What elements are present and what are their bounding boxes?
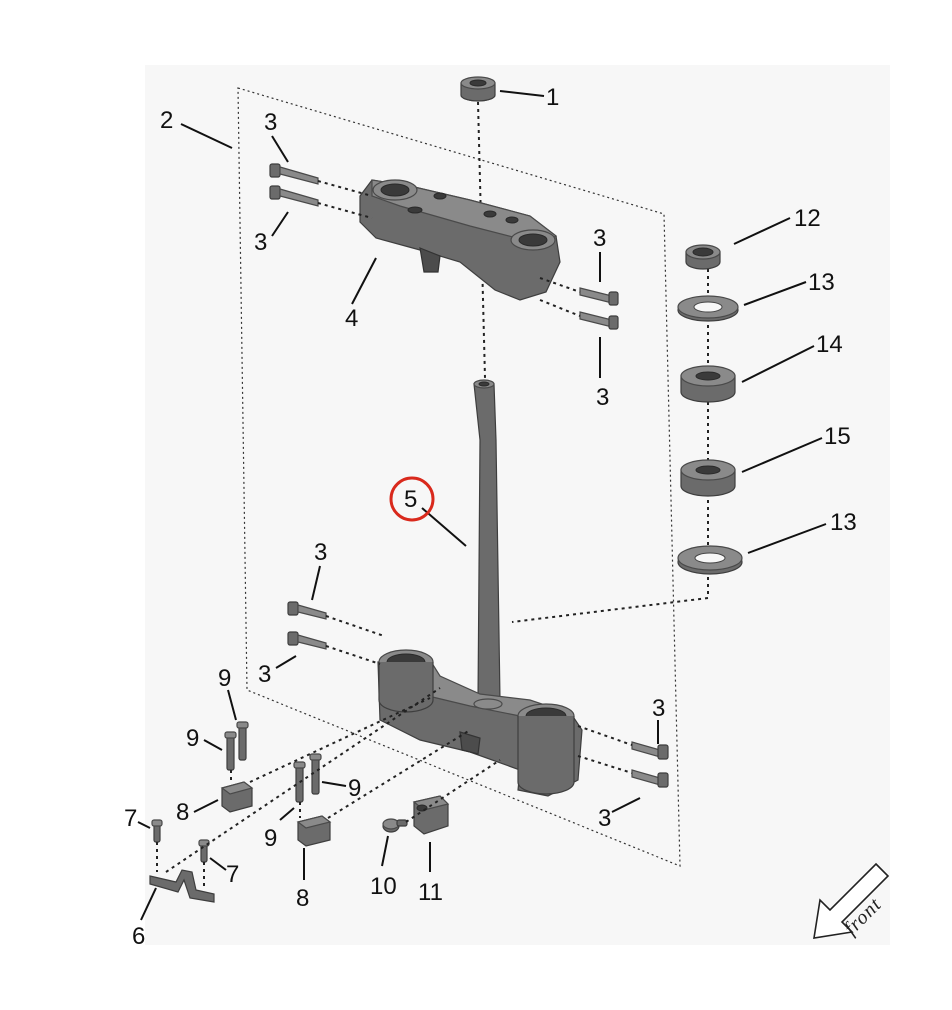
callout-8-left: 8 [176,799,189,826]
callout-3-lower-right-top: 3 [652,695,665,722]
bolt-upper-left-a [269,163,319,185]
callout-3-lower-right-bottom: 3 [598,805,611,832]
part-8-cable-holder-center [296,815,332,847]
callout-13-lower: 13 [830,509,857,536]
reference-frame [237,87,681,867]
callout-9-bottom: 9 [264,825,277,852]
bolt-path-lr-a [577,725,633,746]
callout-3-upper-right-top: 3 [593,225,606,252]
callout-10: 10 [370,873,397,900]
callout-3-upper-left-bottom: 3 [254,229,267,256]
part-13-dust-seal-upper [677,295,739,322]
part-1-stem-nut [460,76,496,102]
path-holder-left [249,697,431,783]
part-15-lower-bearing [680,459,736,497]
callout-8-center: 8 [296,885,309,912]
part-13-dust-seal-lower [677,545,743,575]
part-4-upper-triple-clamp [359,179,561,301]
bolt-path-ul-b [317,202,373,219]
highlight-circle [389,476,435,522]
part-11-holder [412,795,450,835]
bolt-lower-left-a [287,601,327,620]
part-14-upper-bearing [680,365,736,403]
part-9-bolt-pair-center [293,753,322,803]
part-7-screw-right [198,839,210,863]
diagram-background [145,65,890,945]
callout-2: 2 [160,107,173,134]
bolt-path-lr-b [577,755,633,774]
callout-7-right: 7 [226,861,239,888]
path-bolt-10 [405,759,501,823]
bolt-lower-left-b [287,631,327,650]
callout-9-left: 9 [186,725,199,752]
callout-5: 5 [404,486,417,513]
callout-11: 11 [418,879,443,906]
part-10-small-bolt [382,818,408,833]
part-5-lower-triple-clamp [377,649,583,797]
callout-3-upper-left-top: 3 [264,109,277,136]
bolt-path-ll-b [325,645,381,665]
arrow-icon [813,862,890,939]
callout-9-right: 9 [348,775,361,802]
callout-3-upper-right-bottom: 3 [596,384,609,411]
leader-lines [137,90,827,921]
bolt-lower-right-a [631,741,669,760]
part-8-cable-holder-left [220,781,254,813]
part-7-screw-left [151,819,163,843]
callout-6: 6 [132,923,145,950]
bolt-path-ll-a [325,615,385,637]
callout-15: 15 [824,423,851,450]
bolt-lower-right-b [631,769,669,788]
callout-7-left: 7 [124,805,137,832]
callout-9-top: 9 [218,665,231,692]
callout-13-upper: 13 [808,269,835,296]
callout-4: 4 [345,305,358,332]
bolt-upper-left-b [269,185,319,207]
callout-12: 12 [794,205,821,232]
part-6-bracket [149,869,215,903]
callout-3-lower-left-top: 3 [314,539,327,566]
bolt-upper-right-a [579,287,619,306]
callout-3-lower-left-bottom: 3 [258,661,271,688]
bolt-upper-right-b [579,311,619,330]
bolt-path-ul-a [317,180,373,197]
part-9-bolt-pair-left [224,721,249,771]
part-12-adjusting-nut [685,244,721,270]
callout-14: 14 [816,331,843,358]
callout-1: 1 [546,84,559,111]
bolt-path-ur-b [539,299,581,317]
bolt-path-ur-a [539,277,581,293]
path-bracket-to-clamp [165,687,441,873]
